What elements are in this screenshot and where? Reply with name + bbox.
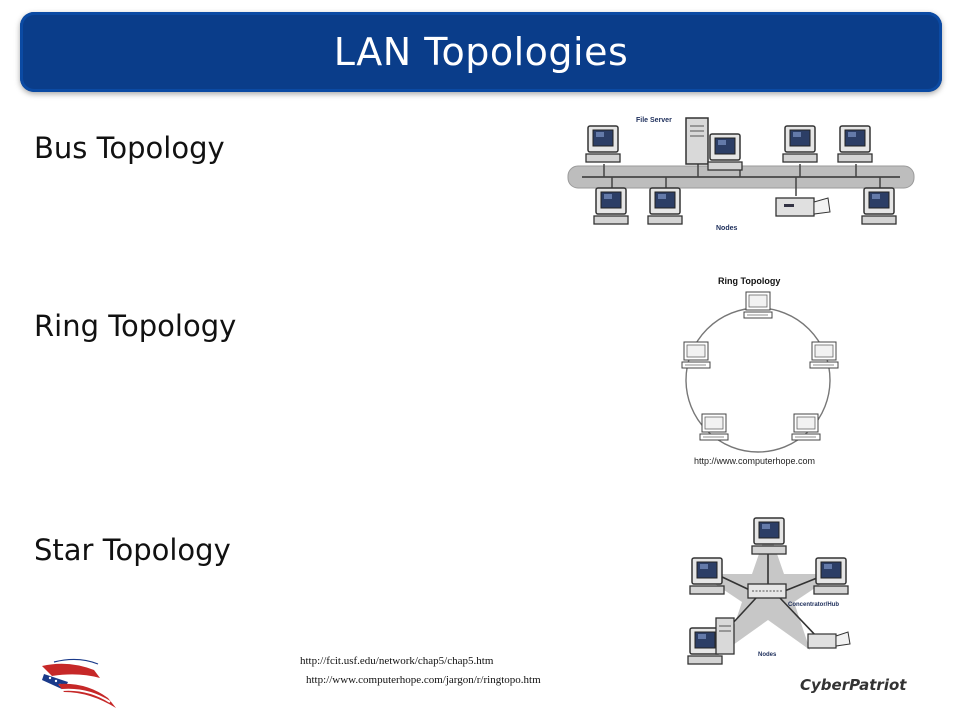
source-links: http://fcit.usf.edu/network/chap5/chap5.…	[300, 652, 620, 690]
air-force-logo	[38, 656, 122, 712]
hub-icon	[747, 583, 787, 599]
file-server-label: File Server	[636, 117, 672, 124]
ring-diagram-url: http://www.computerhope.com	[694, 456, 815, 466]
ring-topology-diagram: Ring Topology http://www.computerhope.co…	[672, 268, 852, 470]
bus-node-icon	[585, 125, 621, 163]
title-banner: LAN Topologies	[20, 12, 942, 92]
bus-topology-diagram: File Server Nodes	[560, 108, 920, 236]
slide-title: LAN Topologies	[333, 30, 629, 74]
hub-label: Concentrator/Hub	[788, 602, 839, 608]
source-link[interactable]: http://fcit.usf.edu/network/chap5/chap5.…	[300, 655, 494, 667]
bus-nodes-label: Nodes	[716, 225, 738, 232]
star-printer-icon	[807, 631, 851, 649]
star-topology-diagram: Concentrator/Hub Nodes	[680, 514, 860, 666]
printer-icon	[775, 197, 831, 217]
star-server-icon	[715, 617, 735, 655]
ring-topology-label: Ring Topology	[34, 309, 237, 343]
source-link[interactable]: http://www.computerhope.com/jargon/r/rin…	[306, 674, 541, 686]
star-topology-label: Star Topology	[34, 533, 231, 567]
ring-diagram-title: Ring Topology	[718, 276, 780, 286]
file-server-icon	[685, 117, 709, 165]
bus-topology-label: Bus Topology	[34, 131, 225, 165]
star-nodes-label: Nodes	[758, 652, 777, 658]
cyberpatriot-brand: CyberPatriot	[800, 676, 907, 694]
